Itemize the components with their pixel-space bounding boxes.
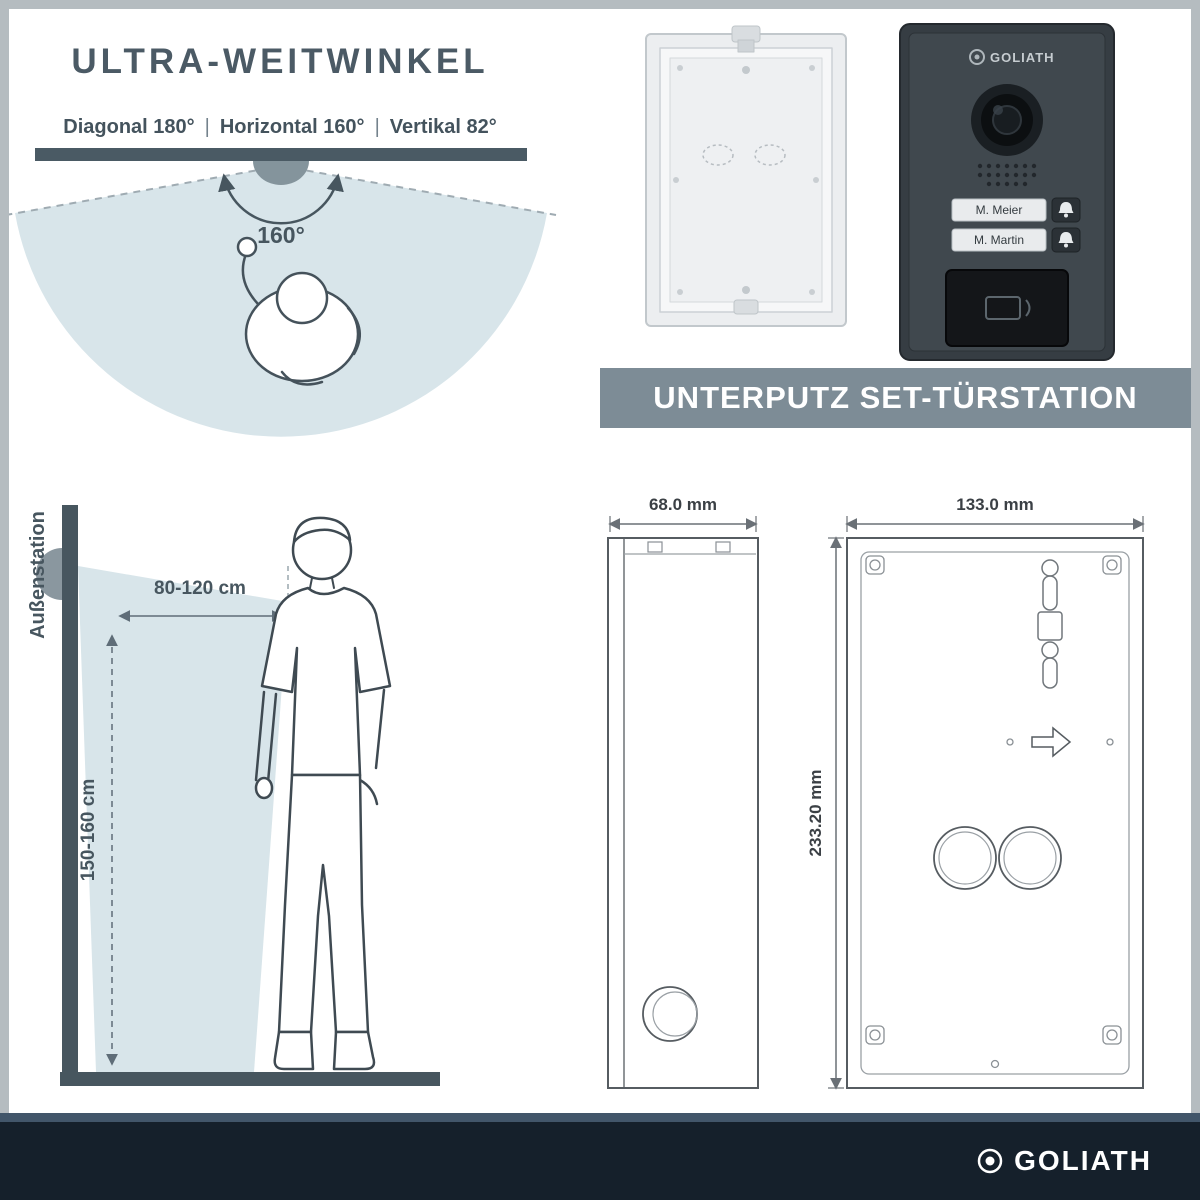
raised-hand [236,236,258,258]
goliath-logo-icon [977,1148,1003,1174]
name-plate-row: M. Martin [951,227,1081,253]
pocket [358,778,379,806]
front-view [846,537,1144,1089]
height-label: 150-160 cm [78,779,99,881]
spec-vertical: Vertikal 82° [389,116,497,138]
technical-drawing: 68.0 mm 133.0 mm 233.20 mm [607,495,1145,1090]
name-plate [951,198,1047,222]
installation-diagram: 80-120 cm 150-160 cm Außenstation [27,505,440,1086]
neck [309,577,335,589]
station-side-label: Außenstation [27,511,49,639]
right-shoe [332,1030,376,1071]
wall [62,505,78,1078]
head [275,271,329,325]
spec-separator: | [204,116,210,138]
name-plate-row: M. Meier [951,197,1081,223]
name-plate-label: M. Martin [974,233,1024,247]
left-shoe [273,1030,315,1071]
card-reader [945,269,1069,347]
direction-arrow [1031,726,1072,758]
cable-knockouts [933,826,1062,890]
person-top-view [236,236,361,386]
right-forearm [374,688,386,770]
depth-label: 68.0 mm [649,495,717,514]
station-brand: GOLIATH [969,49,1055,65]
camera-view-cone [78,566,288,1072]
goliath-logo-text: GOLIATH [1014,1145,1152,1176]
section-title: ULTRA-WEITWINKEL [71,42,489,81]
side-view [607,537,759,1089]
wall-bar [35,148,527,161]
floor [60,1072,440,1086]
corner-mounts [865,555,1122,1045]
flush-mount-box [645,25,847,327]
outdoor-station-device [36,548,62,600]
name-plate-label: M. Meier [976,203,1023,217]
angle-value: 160° [257,222,305,248]
brand-icon [969,49,985,65]
angle-arc [218,173,344,225]
spec-horizontal: Horizontal 160° [219,116,365,138]
mounting-clamp [733,299,759,315]
bell-icon [1058,202,1074,218]
door-station: GOLIATH M. Meier [899,23,1115,361]
keyhole-slots [1037,559,1063,689]
name-plate [951,228,1047,252]
knockout-oval [702,144,734,166]
footer: GOLIATH [0,1122,1200,1200]
footer-accent-line [0,1113,1200,1122]
bell-icon [1058,232,1074,248]
product-photos: GOLIATH M. Meier [645,23,1115,361]
hair [292,516,352,544]
angle-specs: Diagonal 180° | Horizontal 160° | Vertikal 8… [0,116,560,139]
pants [277,773,370,1034]
left-forearm [254,690,266,782]
distance-label: 80-120 cm [154,578,246,599]
shirt [260,586,392,777]
knockout-oval [754,144,786,166]
side-view-dimension: 68.0 mm [608,495,758,532]
height-label: 233.20 mm [806,770,825,857]
wide-angle-diagram: 160° [5,148,557,437]
person-figure [254,516,392,1071]
spec-diagonal: Diagonal 180° [63,116,195,138]
card-icon [985,296,1021,320]
product-banner: UNTERPUTZ SET-TÜRSTATION [600,368,1191,428]
camera-lens [971,84,1043,156]
spec-separator: | [374,116,380,138]
left-hand [254,776,274,800]
front-view-dimensions: 133.0 mm 233.20 mm [806,495,1145,1090]
brand-text: GOLIATH [990,50,1055,65]
goliath-logo: GOLIATH [976,1145,1152,1177]
speaker-grille [977,163,1037,187]
width-label: 133.0 mm [956,495,1034,514]
